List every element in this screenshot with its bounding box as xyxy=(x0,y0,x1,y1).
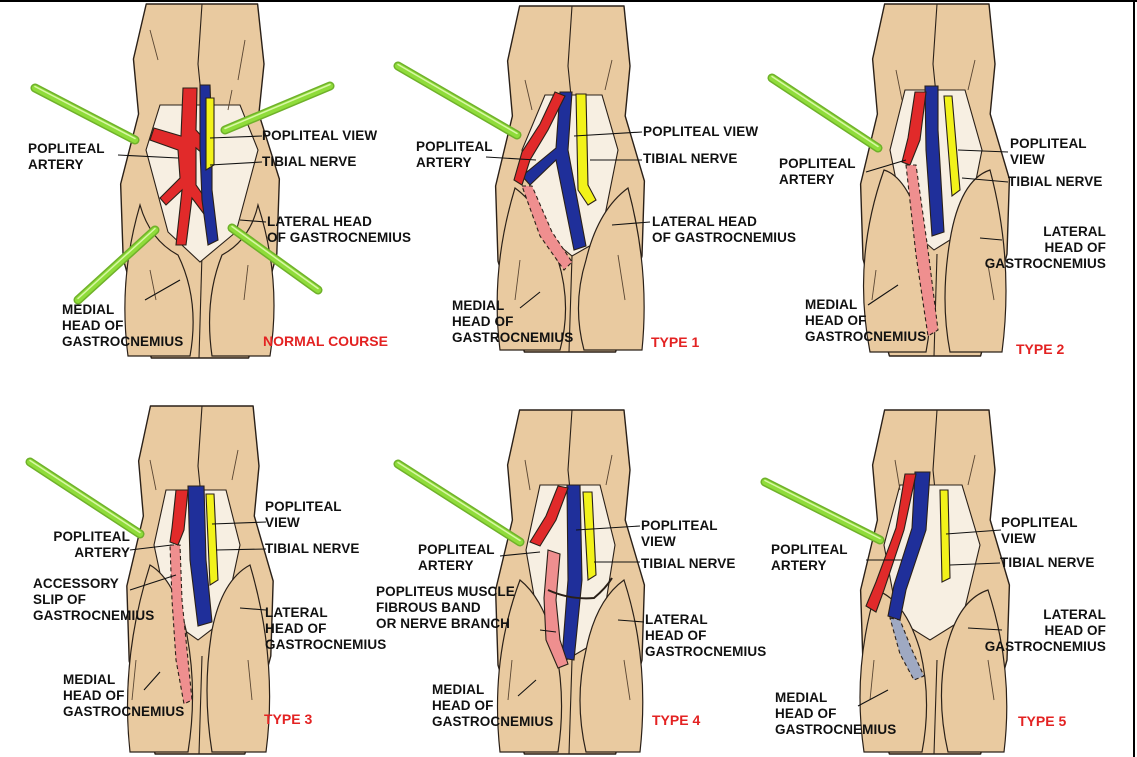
label-lateral-head: LATERAL HEAD OF GASTROCNEMIUS xyxy=(265,605,386,653)
panel-caption: TYPE 2 xyxy=(1016,341,1064,357)
retractor xyxy=(398,66,517,135)
retractor xyxy=(30,462,140,534)
label-tibial-nerve: TIBIAL NERVE xyxy=(1000,555,1094,571)
tibial-nerve xyxy=(940,490,950,582)
label-popliteal-artery: POPLITEAL ARTERY xyxy=(771,542,848,574)
label-popliteal-artery: POPLITEAL ARTERY xyxy=(38,529,130,561)
retractor xyxy=(772,78,878,148)
label-lateral-head: LATERAL HEAD OF GASTROCNEMIUS xyxy=(958,224,1106,272)
label-popliteal-vein: POPLITEAL VIEW xyxy=(1001,515,1078,547)
panel-caption: TYPE 1 xyxy=(651,334,699,350)
label-lateral-head: LATERAL HEAD OF GASTROCNEMIUS xyxy=(267,214,411,246)
retractor xyxy=(765,481,880,539)
label-medial-head: MEDIAL HEAD OF GASTROCNEMIUS xyxy=(62,302,183,350)
label-popliteal-vein: POPLITEAL VIEW xyxy=(643,124,758,140)
label-tibial-nerve: TIBIAL NERVE xyxy=(641,556,735,572)
label-tibial-nerve: TIBIAL NERVE xyxy=(1008,174,1102,190)
label-lateral-head: LATERAL HEAD OF GASTROCNEMIUS xyxy=(652,214,796,246)
label-medial-head: MEDIAL HEAD OF GASTROCNEMIUS xyxy=(775,690,896,738)
label-lateral-head: LATERAL HEAD OF GASTROCNEMIUS xyxy=(645,612,766,660)
tibial-nerve xyxy=(206,98,214,170)
label-tibial-nerve: TIBIAL NERVE xyxy=(265,541,359,557)
label-medial-head: MEDIAL HEAD OF GASTROCNEMIUS xyxy=(452,298,573,346)
label-popliteal-vein: POPLITEAL VIEW xyxy=(641,518,718,550)
label-accessory-slip: ACCESSORY SLIP OF GASTROCNEMIUS xyxy=(33,576,154,624)
retractor xyxy=(35,88,135,140)
panel-caption: TYPE 4 xyxy=(652,712,700,728)
label-popliteal-vein: POPLITEAL VIEW xyxy=(1010,136,1087,168)
label-popliteal-vein: POPLITEAL VIEW xyxy=(262,128,377,144)
retractor xyxy=(30,461,140,533)
label-tibial-nerve: TIBIAL NERVE xyxy=(643,151,737,167)
retractor xyxy=(398,463,520,541)
panel-caption: TYPE 5 xyxy=(1018,713,1066,729)
panel-caption: NORMAL COURSE xyxy=(263,333,388,349)
retractor xyxy=(35,87,135,139)
label-popliteal-artery: POPLITEAL ARTERY xyxy=(779,156,856,188)
retractor xyxy=(398,464,520,542)
label-tibial-nerve: TIBIAL NERVE xyxy=(262,154,356,170)
retractor xyxy=(398,65,517,134)
label-medial-head: MEDIAL HEAD OF GASTROCNEMIUS xyxy=(805,297,926,345)
label-lateral-head: LATERAL HEAD OF GASTROCNEMIUS xyxy=(958,607,1106,655)
label-medial-head: MEDIAL HEAD OF GASTROCNEMIUS xyxy=(432,682,553,730)
label-popliteal-vein: POPLITEAL VIEW xyxy=(265,499,342,531)
label-medial-head: MEDIAL HEAD OF GASTROCNEMIUS xyxy=(63,672,184,720)
retractor xyxy=(765,482,880,540)
retractor xyxy=(772,77,878,147)
label-popliteus-band: POPLITEUS MUSCLE FIBROUS BAND OR NERVE B… xyxy=(376,584,515,632)
label-popliteal-artery: POPLITEAL ARTERY xyxy=(28,141,105,173)
panel-caption: TYPE 3 xyxy=(264,711,312,727)
label-popliteal-artery: POPLITEAL ARTERY xyxy=(416,139,493,171)
label-popliteal-artery: POPLITEAL ARTERY xyxy=(418,542,495,574)
